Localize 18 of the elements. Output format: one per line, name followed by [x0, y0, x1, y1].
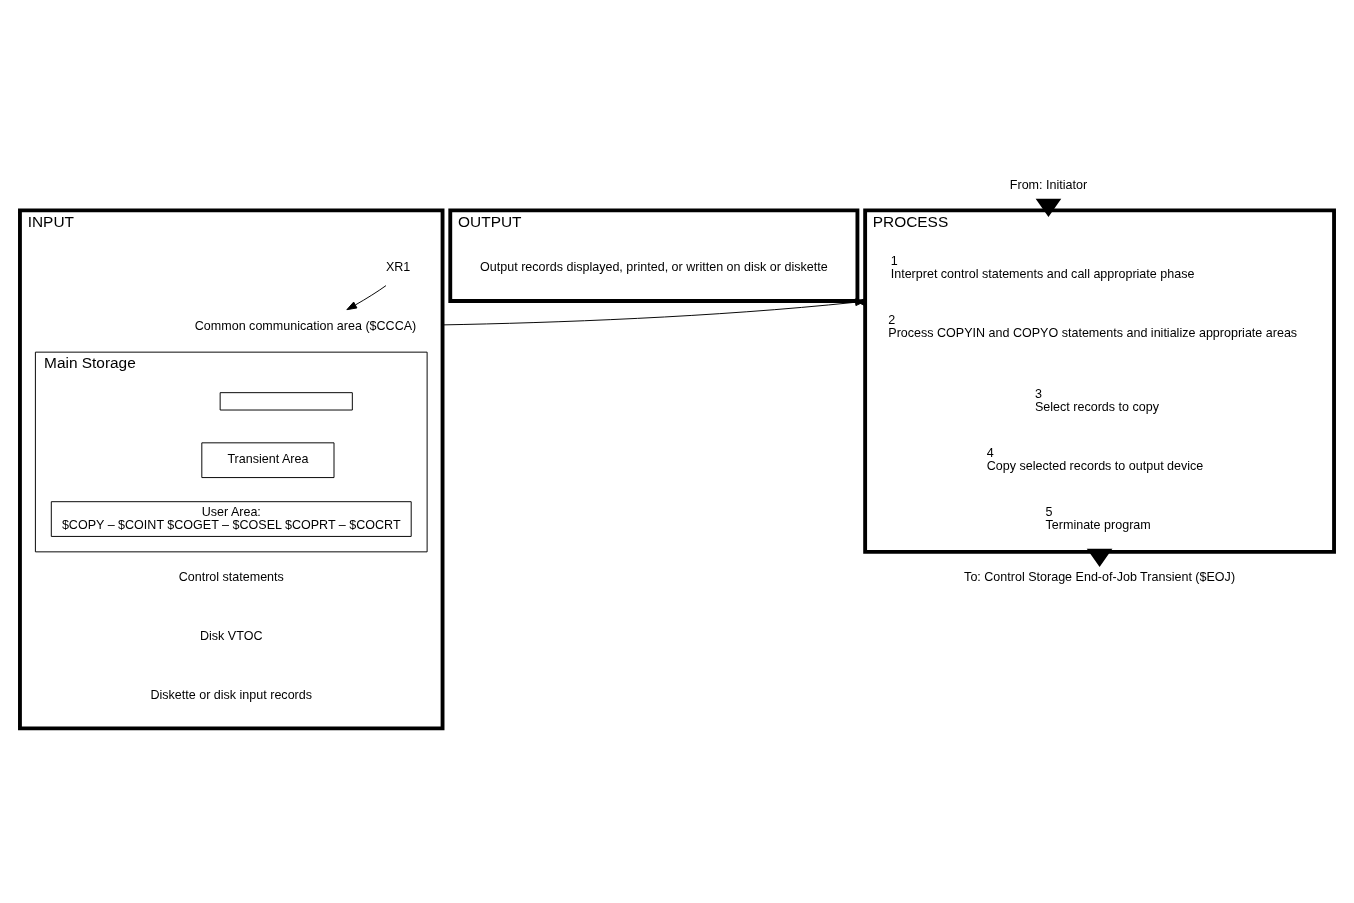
node-text: Diskette or disk input records — [150, 687, 313, 702]
node-text: Disk VTOC — [200, 628, 263, 643]
node-text: 5 Terminate program — [1045, 504, 1151, 532]
node-text: 1 Interpret control statements and call appropriate phase — [890, 253, 1195, 281]
node-box: Transient Area — [201, 441, 335, 478]
node-text: Control statements — [178, 569, 284, 584]
node-text: 2 Process COPYIN and COPYO statements and initialize appropriate areas — [888, 312, 1298, 340]
arrow — [346, 284, 387, 310]
node-text: XR1 — [385, 259, 411, 274]
node-text: 4 Copy selected records to output device — [986, 445, 1204, 473]
node-text: Output records displayed, printed, or written on disk or diskette — [480, 259, 828, 274]
node-text: To: Control Storage End-of-Job Transient ($EOJ) — [964, 569, 1236, 584]
node-box: User Area: $COPY – $COINT $COGET – $COSEL $COPRT – $COCRT — [50, 500, 412, 537]
node-text: 3 Select records to copy — [1034, 386, 1159, 414]
node-box — [219, 391, 353, 410]
arrow — [1035, 198, 1062, 217]
node-text: From: Initiator — [1009, 177, 1088, 192]
node-text: Common communication area ($CCCA) — [194, 318, 417, 333]
